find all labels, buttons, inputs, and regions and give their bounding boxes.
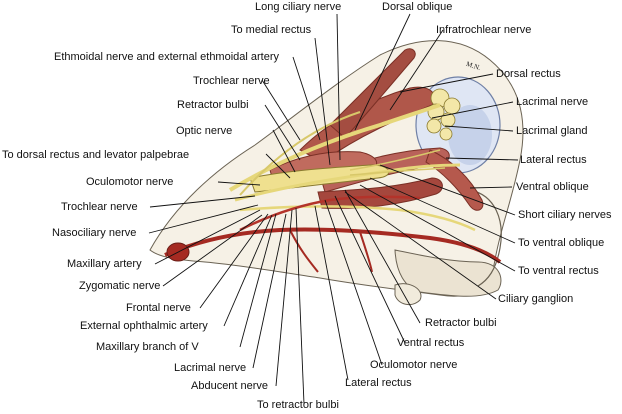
ophthalmic-artery-vessel	[239, 195, 421, 232]
nerve-bundle-lower	[239, 205, 476, 232]
label-frontal-nerve: Frontal nerve	[126, 302, 191, 314]
label-lacrimal-nerve-right: Lacrimal nerve	[516, 96, 589, 108]
label-oculomotor-nerve-bottom: Oculomotor nerve	[370, 359, 458, 371]
label-retractor-bulbi-bottom: Retractor bulbi	[425, 317, 497, 329]
label-lateral-rectus-bottom: Lateral rectus	[345, 377, 412, 389]
nerve-bundle-upper	[228, 103, 441, 192]
label-to-ventral-oblique: To ventral oblique	[518, 237, 605, 249]
label-ethmoidal-nerve: Ethmoidal nerve and external ethmoidal a…	[54, 51, 280, 63]
bony-ridge	[469, 189, 502, 287]
trochlear-nerve-path	[239, 111, 361, 196]
label-maxillary-artery: Maxillary artery	[67, 258, 142, 270]
label-abducent-nerve: Abducent nerve	[191, 380, 269, 392]
label-short-ciliary-nerves: Short ciliary nerves	[518, 209, 612, 221]
label-dorsal-oblique: Dorsal oblique	[382, 1, 453, 13]
label-lateral-rectus-right: Lateral rectus	[520, 154, 587, 166]
optic-nerve	[249, 164, 390, 193]
ciliary-nerves	[349, 149, 446, 176]
lower-bone-fragment	[394, 283, 422, 306]
label-external-ophthalmic-artery: External ophthalmic artery	[80, 320, 208, 332]
label-long-ciliary-nerve: Long ciliary nerve	[255, 1, 342, 13]
label-trochlear-nerve-upper: Trochlear nerve	[193, 75, 270, 87]
maxillary-artery-vessel	[164, 227, 502, 264]
label-trochlear-nerve-lower: Trochlear nerve	[61, 201, 138, 213]
label-to-ventral-rectus: To ventral rectus	[518, 265, 599, 277]
label-infratrochlear-nerve: Infratrochlear nerve	[436, 24, 532, 36]
label-nasociliary-nerve: Nasociliary nerve	[52, 227, 137, 239]
eyeball-shade	[448, 105, 492, 165]
label-dorsal-rectus: Dorsal rectus	[496, 68, 561, 80]
leader-lines	[148, 13, 519, 405]
label-retractor-bulbi-upper: Retractor bulbi	[177, 99, 249, 111]
label-to-retractor-bulbi: To retractor bulbi	[257, 399, 339, 411]
lacrimal-gland	[426, 88, 461, 141]
label-zygomatic-nerve: Zygomatic nerve	[79, 280, 161, 292]
label-lacrimal-nerve-bottom: Lacrimal nerve	[174, 362, 247, 374]
label-optic-nerve: Optic nerve	[176, 125, 233, 137]
label-to-dorsal-rectus-levator: To dorsal rectus and levator palpebrae	[2, 149, 190, 161]
label-maxillary-branch-v: Maxillary branch of V	[96, 341, 199, 353]
label-ventral-rectus: Ventral rectus	[397, 337, 465, 349]
label-oculomotor-nerve-upper: Oculomotor nerve	[86, 176, 174, 188]
label-to-medial-rectus: To medial rectus	[231, 24, 312, 36]
artery-branch	[289, 229, 373, 273]
label-ventral-oblique: Ventral oblique	[516, 181, 589, 193]
label-lacrimal-gland: Lacrimal gland	[516, 125, 588, 137]
label-ciliary-ganglion: Ciliary ganglion	[498, 293, 574, 305]
